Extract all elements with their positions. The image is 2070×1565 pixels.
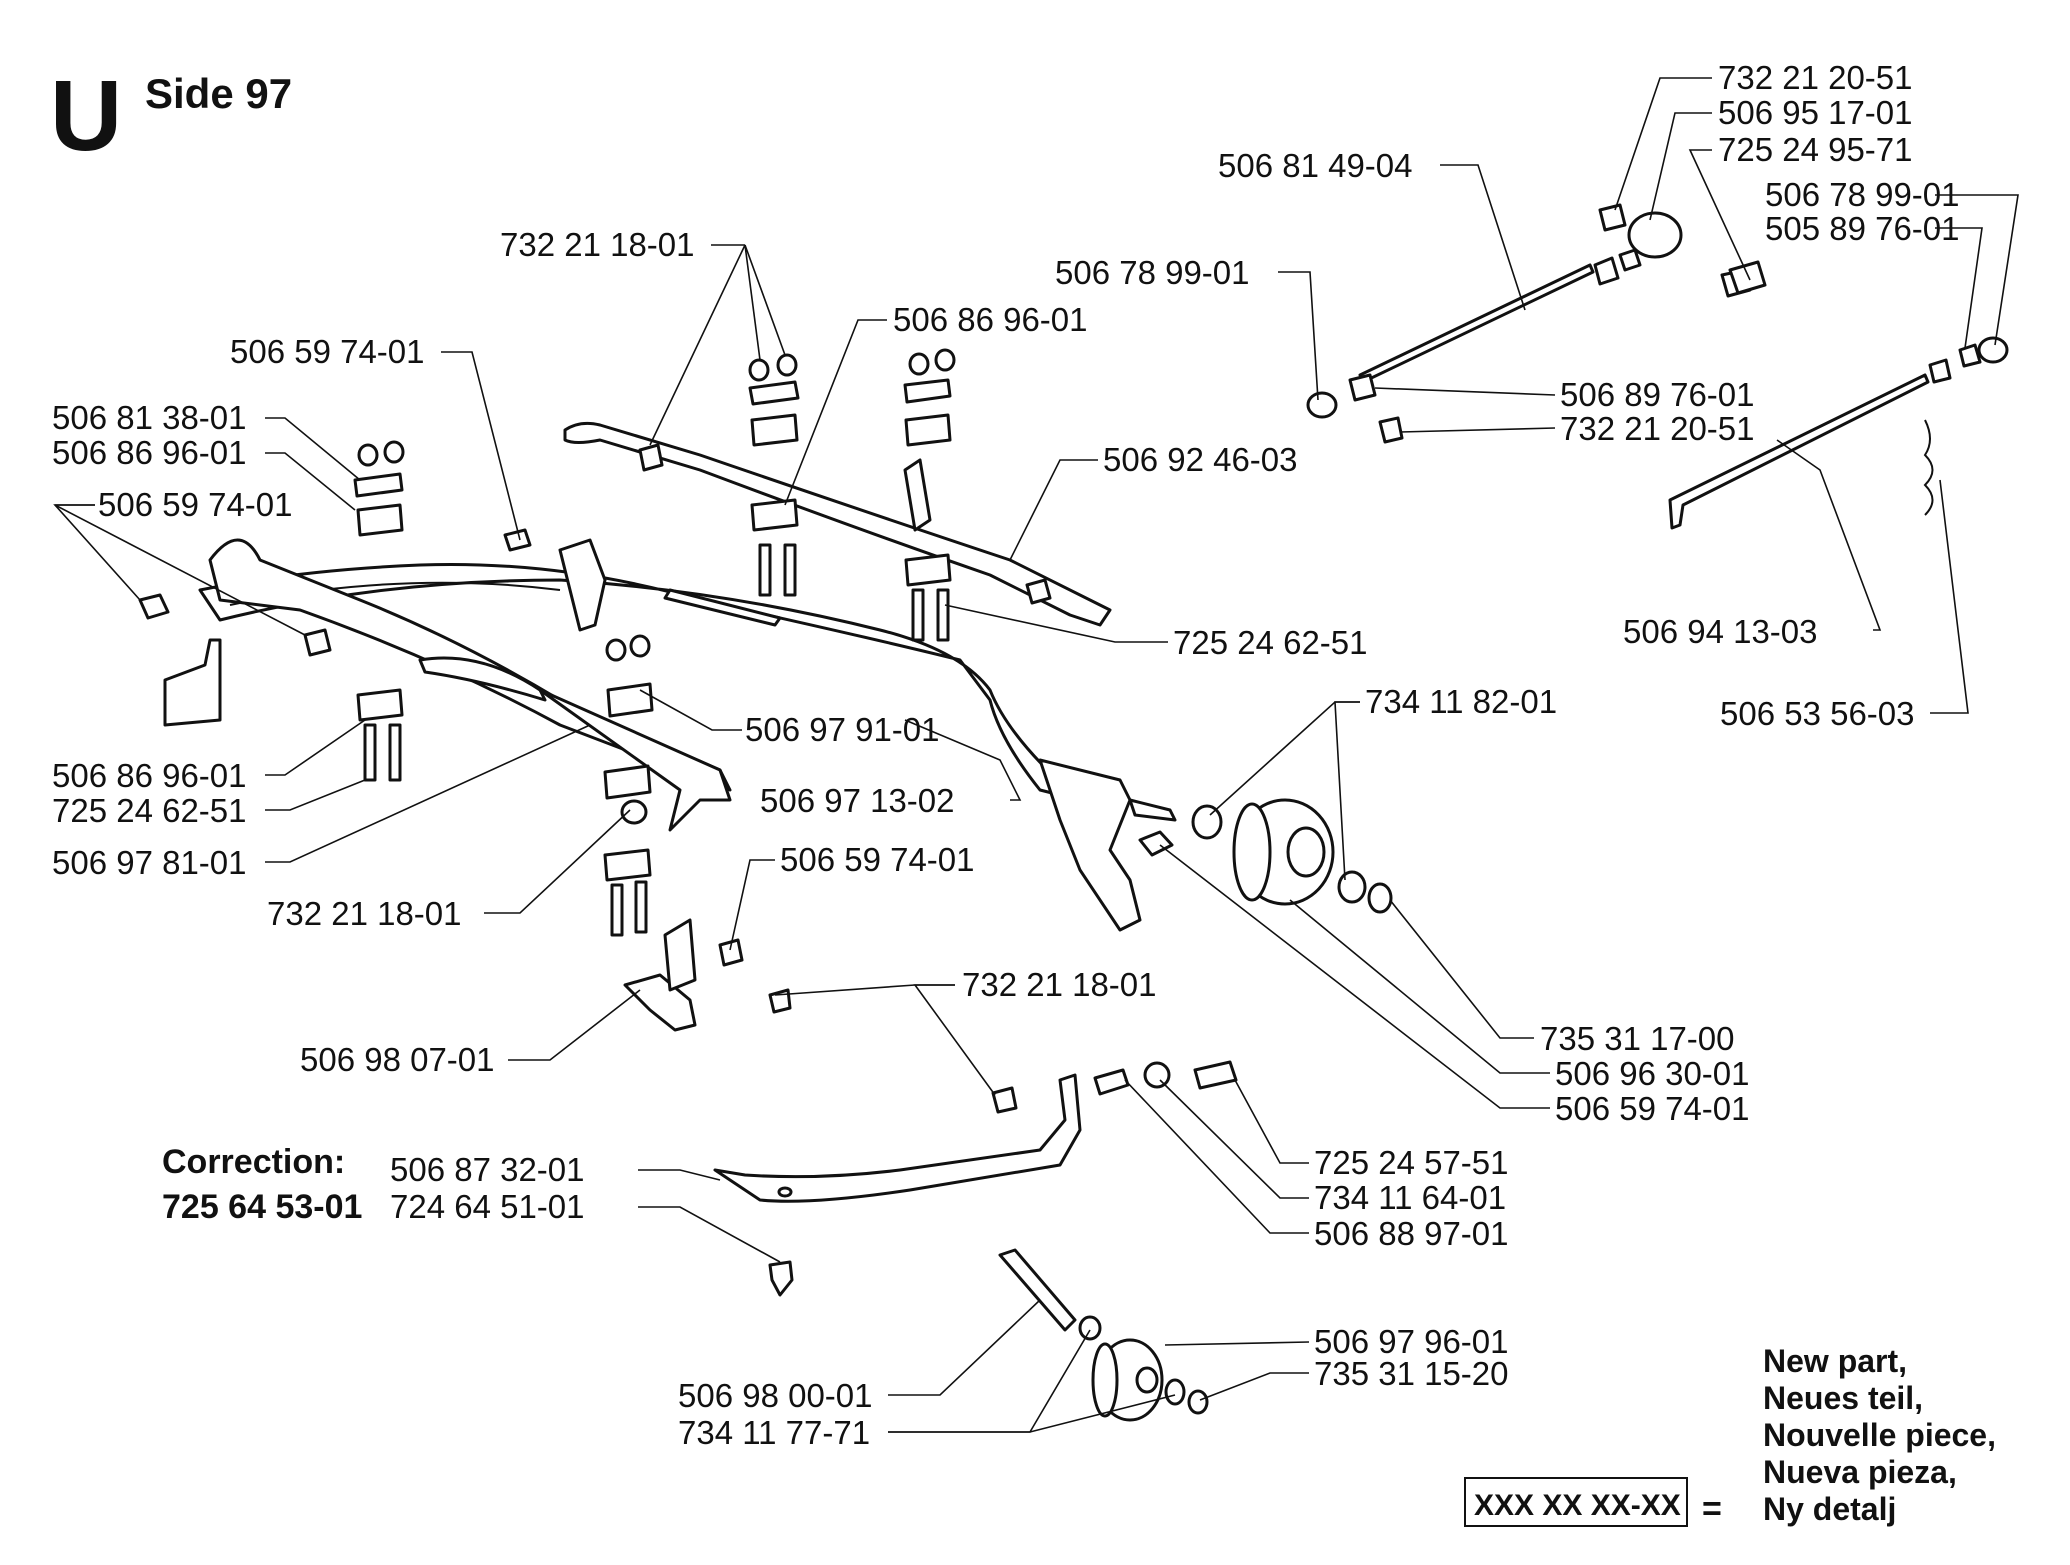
part-label: 506 78 99-01 [1055,254,1250,291]
part-label: 734 11 64-01 [1314,1179,1506,1216]
page-title: Side 97 [145,70,292,117]
part-label: 725 24 57-51 [1314,1144,1509,1181]
legend-line: Nouvelle piece, [1763,1417,1996,1453]
part-label: 506 59 74-01 [780,841,975,878]
part-label: 735 31 15-20 [1314,1355,1509,1392]
part-label: 732 21 18-01 [267,895,462,932]
part-label: 506 59 74-01 [230,333,425,370]
part-label: 725 24 62-51 [1173,624,1368,661]
part-label: 506 78 99-01 [1765,176,1960,213]
part-label: 506 89 76-01 [1560,376,1755,413]
leader-lines [53,77,2019,1433]
part-label: 732 21 18-01 [500,226,695,263]
legend-sample-text: XXX XX XX-XX [1474,1489,1681,1522]
legend-line: Nueva pieza, [1763,1454,1957,1490]
part-label: 506 53 56-03 [1720,695,1915,732]
part-label: 725 24 95-71 [1718,131,1913,168]
section-letter: U [50,60,122,172]
part-label: 732 21 18-01 [962,966,1157,1003]
part-label: 732 21 20-51 [1718,59,1913,96]
part-label: 724 64 51-01 [390,1188,585,1225]
part-label: 506 86 96-01 [893,301,1088,338]
part-label: 506 97 81-01 [52,844,247,881]
part-label: 725 24 62-51 [52,792,247,829]
part-label: 506 97 96-01 [1314,1323,1509,1360]
legend-equals: = [1702,1490,1722,1528]
part-label: 506 87 32-01 [390,1151,585,1188]
part-label: 506 88 97-01 [1314,1215,1509,1252]
legend-line: Ny detalj [1763,1491,1896,1527]
part-label: 734 11 77-71 [678,1414,870,1451]
part-label: 506 59 74-01 [1555,1090,1750,1127]
legend-sample-box [1464,1477,1688,1527]
part-label: 735 31 17-00 [1540,1020,1735,1057]
correction-part-number: 725 64 53-01 [162,1188,362,1226]
part-label: 506 59 74-01 [98,486,293,523]
correction-title: Correction: [162,1143,345,1181]
legend-line: Neues teil, [1763,1380,1923,1416]
part-label: 506 86 96-01 [52,757,247,794]
part-label: 506 86 96-01 [52,434,247,471]
part-label: 732 21 20-51 [1560,410,1755,447]
part-label: 506 98 00-01 [678,1377,873,1414]
part-label: 506 81 38-01 [52,399,247,436]
part-labels: 732 21 20-51 506 95 17-01 725 24 95-71 5… [52,59,1960,1451]
part-label: 506 98 07-01 [300,1041,495,1078]
part-label: 506 97 13-02 [760,782,955,819]
part-label: 734 11 82-01 [1365,683,1557,720]
part-label: 505 89 76-01 [1765,210,1960,247]
part-label: 506 96 30-01 [1555,1055,1750,1092]
legend-line: New part, [1763,1343,1907,1379]
part-label: 506 92 46-03 [1103,441,1298,478]
part-label: 506 95 17-01 [1718,94,1913,131]
part-label: 506 81 49-04 [1218,147,1413,184]
frame-drawing [138,203,2009,1422]
part-label: 506 97 91-01 [745,711,940,748]
new-part-legend: XXX XX XX-XX = New part, Neues teil, Nou… [1464,1343,1996,1528]
part-label: 506 94 13-03 [1623,613,1818,650]
